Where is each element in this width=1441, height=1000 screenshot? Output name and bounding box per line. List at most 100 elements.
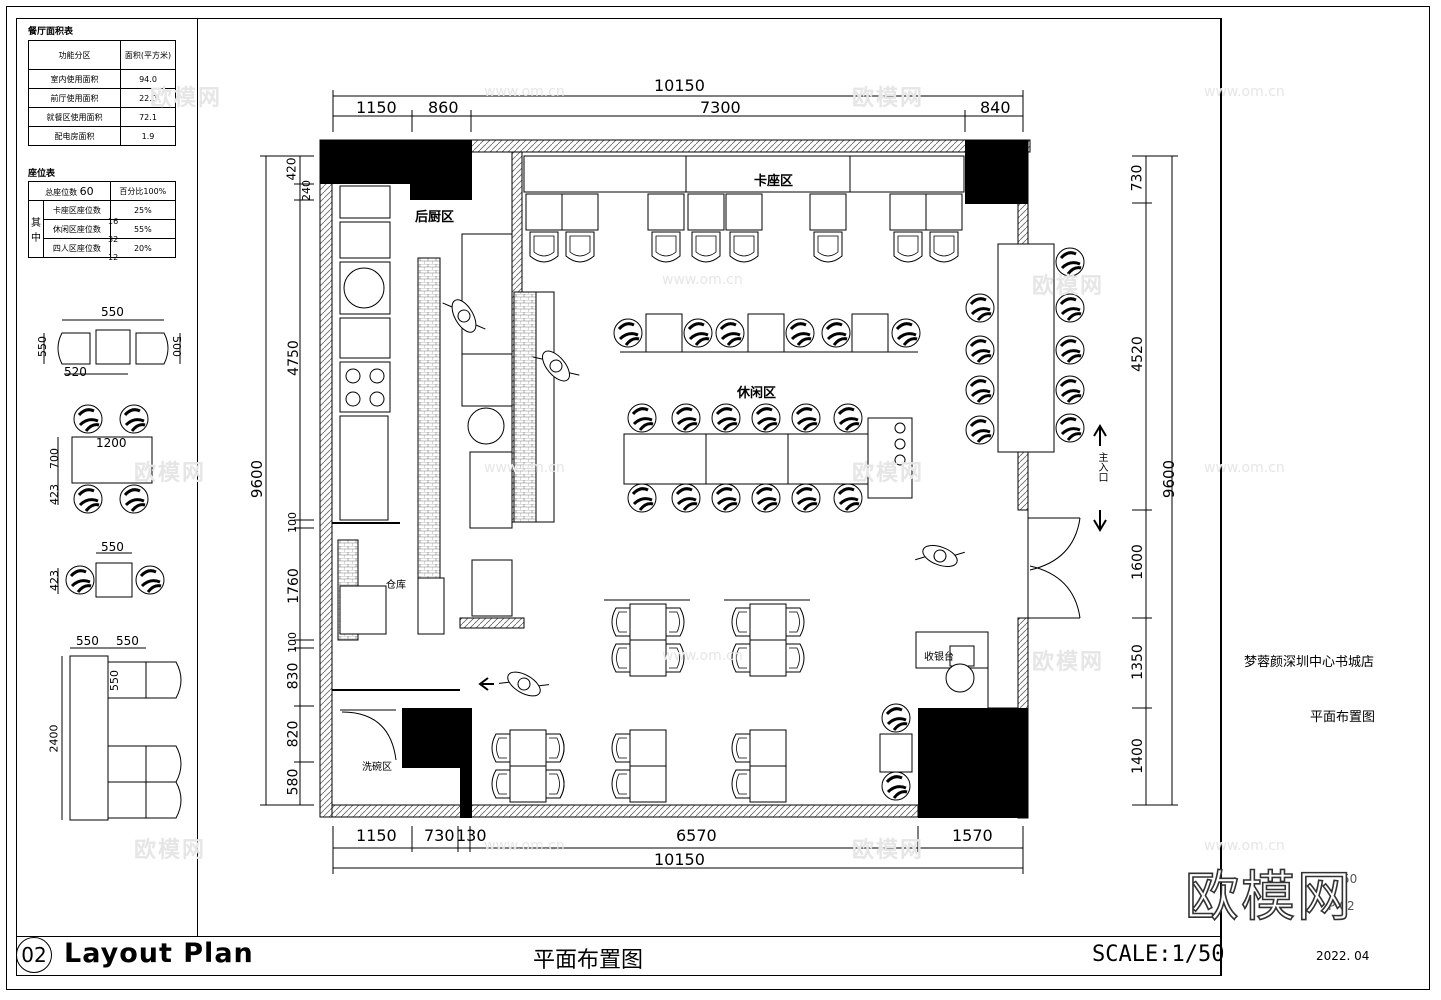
sheet-code: 50 [1342, 872, 1358, 886]
dim-label: 1570 [952, 826, 993, 845]
dim-top-total: 10150 [654, 76, 705, 95]
watermark: 欧模网 [1032, 650, 1105, 675]
legend-table-four [57, 436, 153, 505]
dim-label: 580 [285, 768, 302, 796]
dim-label: 4520 [1129, 336, 1146, 372]
legend-dim: 1200 [96, 436, 127, 450]
watermark-site: www.om.cn [1204, 84, 1285, 100]
watermark-site: www.om.cn [484, 460, 565, 476]
walls [319, 139, 1031, 819]
room-label-dishwash: 洗碗区 [362, 762, 392, 773]
drawing-name: 平面布置图 [1310, 710, 1376, 725]
dim-label: 1400 [1129, 738, 1146, 774]
dim-label: 730 [1129, 164, 1146, 192]
dim-label: 4750 [285, 340, 302, 376]
scale-label: SCALE:1/50 [1092, 942, 1225, 967]
watermark-site: www.om.cn [1204, 838, 1285, 854]
legend-dim: 550 [108, 670, 121, 691]
room-label-leisure: 休闲区 [737, 386, 777, 401]
seat-table: 总座位数 60 百分比100% 其中 卡座区座位数 25% 休闲区座位数 55%… [28, 181, 177, 258]
dim-label: 730 [424, 826, 455, 845]
outer-frame [6, 6, 1430, 990]
dim-label: 1150 [356, 98, 397, 117]
table-cell: 20% [109, 238, 177, 258]
dim-label: 1150 [356, 826, 397, 845]
bottom-tables [509, 729, 787, 803]
bar-counter [997, 243, 1055, 453]
communal-table [623, 417, 913, 499]
watermark: 欧模网 [852, 86, 925, 111]
seat-count: 12 [108, 253, 119, 262]
dim-label: 840 [980, 98, 1011, 117]
two-top-tables [620, 313, 918, 353]
dim-right-total: 9600 [1160, 459, 1179, 499]
dim-label: 1350 [1129, 644, 1146, 680]
legend-dim: 550 [36, 336, 49, 357]
room-label-entrance: 主入口 [1096, 452, 1107, 482]
dim-label: 1600 [1129, 544, 1146, 580]
cashier-counter [915, 631, 1018, 709]
dimension-lines [260, 90, 1178, 874]
table-row: 功能分区 面积(平方米) [28, 40, 176, 70]
table-row: 其中 卡座区座位数 25% [28, 200, 177, 258]
table-row: 四人区座位数 20% [29, 238, 177, 258]
dim-label: 7300 [700, 98, 741, 117]
table-cell: 其中 [28, 200, 44, 258]
watermark: 欧模网 [134, 838, 207, 863]
table-header: 面积(平方米) [120, 40, 176, 70]
watermark: 欧模网 [852, 838, 925, 863]
watermark: 欧模网 [852, 461, 925, 486]
layout-title: Layout Plan [64, 938, 254, 969]
seat-count: 32 [108, 235, 119, 244]
seat-count: 16 [108, 217, 119, 226]
booth-seats [523, 155, 965, 231]
seat-table-caption: 座位表 [28, 169, 56, 179]
watermark-site: www.om.cn [484, 838, 565, 854]
legend-dim: 550 [76, 634, 99, 648]
legend-dim: 500 [170, 336, 183, 357]
dim-bottom-total: 10150 [654, 850, 705, 869]
legend-dim: 423 [48, 484, 61, 505]
legend-dim: 2400 [47, 724, 61, 753]
legend-dim: 700 [48, 448, 61, 469]
title-block-panel [1220, 18, 1422, 976]
sheet-code: P-02 [1328, 899, 1355, 913]
legend-dim: 550 [101, 305, 124, 319]
area-table-caption: 餐厅面积表 [28, 27, 74, 37]
room-label-kitchen: 后厨区 [415, 210, 455, 225]
legend-dim: 550 [116, 634, 139, 648]
room-label-booth: 卡座区 [754, 174, 794, 189]
entrance-door [1028, 424, 1107, 619]
left-legend-panel [16, 18, 198, 936]
legend-booth [43, 319, 181, 375]
title-bar [16, 936, 1222, 976]
logo-watermark: 欧模网 [1184, 864, 1353, 929]
room-label-cashier: 收银台 [924, 652, 954, 663]
sheet-number: 02 [16, 937, 52, 973]
dim-label: 1760 [285, 568, 302, 604]
watermark: 欧模网 [134, 461, 207, 486]
watermark-site: www.om.cn [1204, 460, 1285, 476]
dim-label: 830 [285, 662, 302, 690]
legend-dim: 423 [48, 570, 61, 591]
legend-dim: 550 [101, 540, 124, 554]
dim-label: 130 [456, 826, 487, 845]
table-cell: 1.9 [120, 126, 176, 146]
watermark-site: www.om.cn [662, 648, 743, 664]
drawing-date: 2022. 04 [1316, 949, 1370, 963]
dim-label: 100 [286, 512, 299, 533]
table-header: 功能分区 [28, 40, 121, 70]
inner-frame [16, 18, 1222, 976]
watermark-site: www.om.cn [662, 272, 743, 288]
cn-title: 平面布置图 [533, 948, 644, 973]
watermark: 欧模网 [150, 86, 223, 111]
legend-table-two [57, 552, 133, 598]
legend-dim: 520 [64, 365, 87, 379]
table-row: 休闲区座位数 55% [29, 219, 177, 239]
watermark: 欧模网 [1032, 274, 1105, 299]
kitchen-equipment [337, 185, 555, 761]
